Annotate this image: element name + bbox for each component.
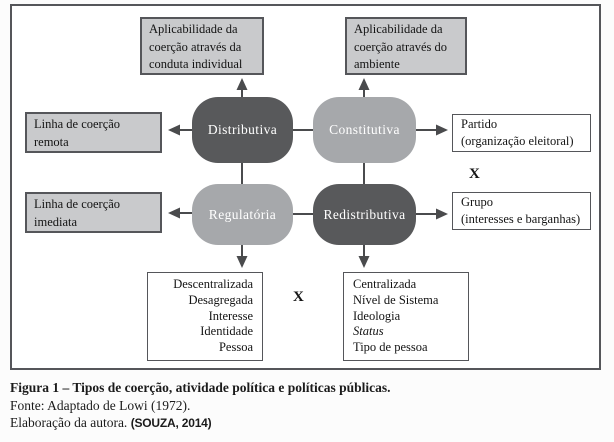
- node-label: Redistributiva: [323, 206, 406, 222]
- box-line: Aplicabilidade da: [354, 22, 443, 36]
- elaboration-text: Elaboração da autora.: [10, 415, 128, 430]
- box-line: ambiente: [354, 57, 400, 71]
- node-label: Constitutiva: [329, 122, 400, 137]
- node-constitutiva: Constitutiva: [313, 97, 416, 163]
- box-descentralizada-list: Descentralizada Desagregada Interesse Id…: [147, 272, 263, 361]
- node-redistributiva: Redistributiva: [313, 184, 416, 245]
- box-line: imediata: [34, 214, 78, 229]
- box-aplicabilidade-ambiente: Aplicabilidade da coerção através do amb…: [345, 17, 467, 75]
- box-line: coerção através da: [149, 39, 242, 54]
- box-line: Linha de coerção: [34, 197, 121, 211]
- box-aplicabilidade-conduta: Aplicabilidade da coerção através da con…: [140, 17, 264, 75]
- list-item: Ideologia: [353, 308, 401, 323]
- box-line: Grupo: [461, 195, 493, 209]
- list-item: Descentralizada: [173, 277, 253, 291]
- box-line: conduta individual: [149, 57, 243, 71]
- list-item-status: Status: [353, 324, 384, 339]
- list-item: Centralizada: [353, 277, 417, 291]
- list-item: Tipo de pessoa: [353, 340, 428, 355]
- node-label: Distributiva: [207, 122, 278, 137]
- box-line: Linha de coerção: [34, 117, 121, 131]
- list-item: Identidade: [200, 324, 253, 339]
- node-label: Regulatória: [208, 206, 277, 222]
- citation-text: (SOUZA, 2014): [130, 416, 212, 430]
- list-item: Pessoa: [218, 340, 253, 355]
- figure-caption-source: Fonte: Adaptado de Lowi (1972).: [10, 398, 191, 413]
- box-partido: Partido (organização eleitoral): [452, 114, 591, 152]
- box-linha-coercao-imediata: Linha de coerção imediata: [25, 192, 162, 233]
- x-mark-right: X: [469, 166, 480, 182]
- figure-caption-title: Figura 1 – Tipos de coerção, atividade p…: [10, 380, 391, 395]
- node-distributiva: Distributiva: [192, 97, 293, 163]
- box-line: (organização eleitoral): [461, 134, 574, 148]
- box-line: Aplicabilidade da: [149, 22, 238, 36]
- box-grupo: Grupo (interesses e barganhas): [452, 192, 591, 230]
- node-regulatoria: Regulatória: [192, 184, 293, 245]
- box-centralizada-list: Centralizada Nível de Sistema Ideologia …: [343, 272, 469, 361]
- box-line: (interesses e barganhas): [461, 212, 581, 226]
- box-line: Partido: [461, 117, 498, 131]
- list-item: Desagregada: [188, 292, 253, 307]
- box-linha-coercao-remota: Linha de coerção remota: [25, 112, 162, 153]
- box-line: coerção através do: [354, 39, 447, 54]
- figure-caption-elaboration: Elaboração da autora. (SOUZA, 2014): [10, 415, 212, 431]
- diagram-frame: [10, 4, 601, 370]
- x-mark-bottom: X: [293, 289, 304, 305]
- box-line: remota: [34, 134, 69, 149]
- list-item: Nível de Sistema: [353, 292, 439, 307]
- list-item: Interesse: [208, 308, 253, 323]
